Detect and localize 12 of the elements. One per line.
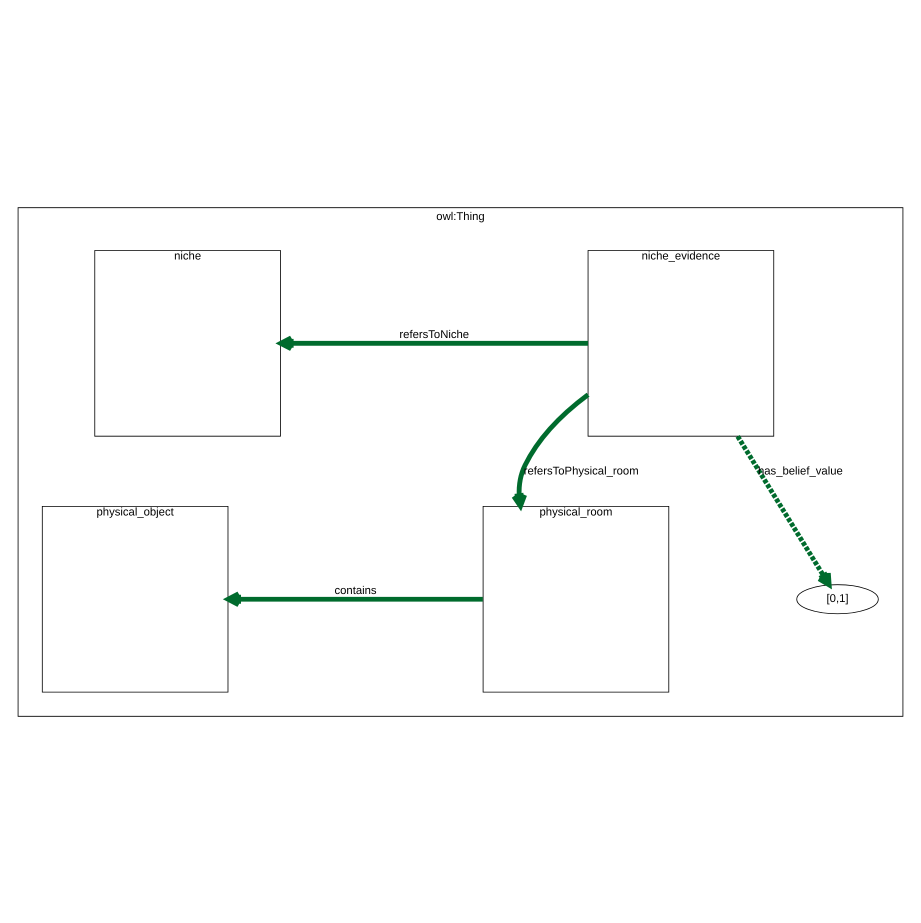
node-box: niche xyxy=(94,250,281,436)
edge-label: contains xyxy=(334,584,377,596)
arrow xyxy=(278,334,588,351)
edge-label: refersToPhysical_room xyxy=(524,464,639,477)
arrow xyxy=(736,434,832,588)
arrow xyxy=(225,590,483,607)
node-box: niche_evidence xyxy=(588,250,774,436)
node-ellipse: [0,1] xyxy=(796,584,879,614)
edge-label: refersToNiche xyxy=(399,328,470,340)
node-box: physical_room xyxy=(482,506,670,692)
node-box: physical_object xyxy=(42,506,228,692)
arrow xyxy=(511,392,590,509)
